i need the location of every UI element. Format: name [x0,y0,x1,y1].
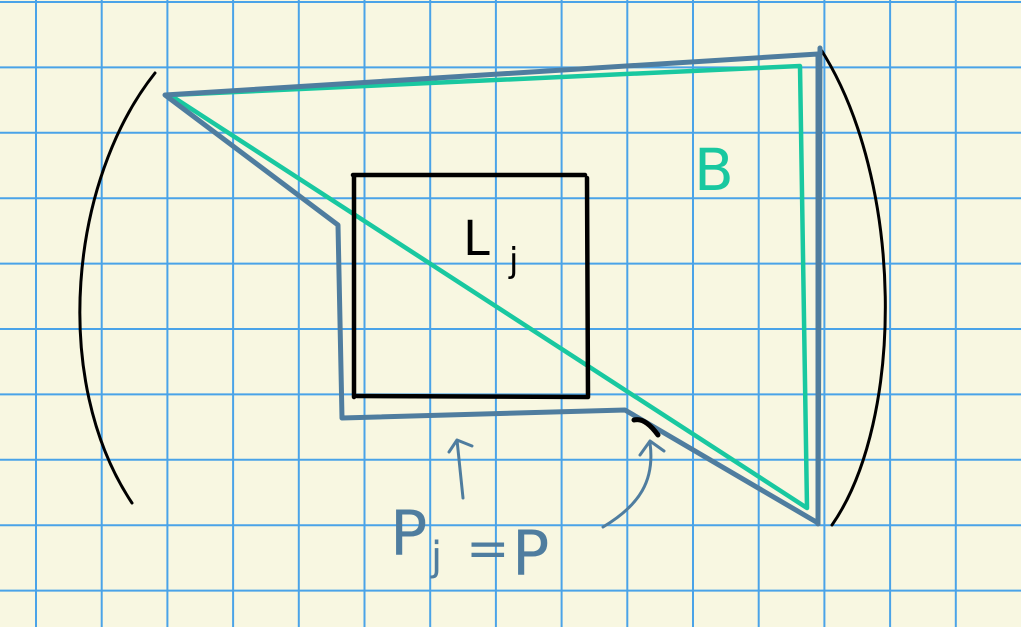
label-l-subscript: j [508,241,518,281]
label-p: P [390,497,427,570]
label-l: L [463,211,490,267]
label-p-subscript: j [430,534,442,580]
left-bracket [78,71,157,505]
square-l [350,172,591,400]
label-p-rhs: P [512,517,549,590]
right-bracket [818,46,887,527]
label-equals: = [466,519,510,579]
path-p-right-edge [815,45,823,527]
arrow-up-left [447,438,474,500]
hook-mark [631,417,661,438]
arrow-curved-right [601,439,666,529]
triangle-b [167,63,810,511]
label-b: B [694,136,734,204]
